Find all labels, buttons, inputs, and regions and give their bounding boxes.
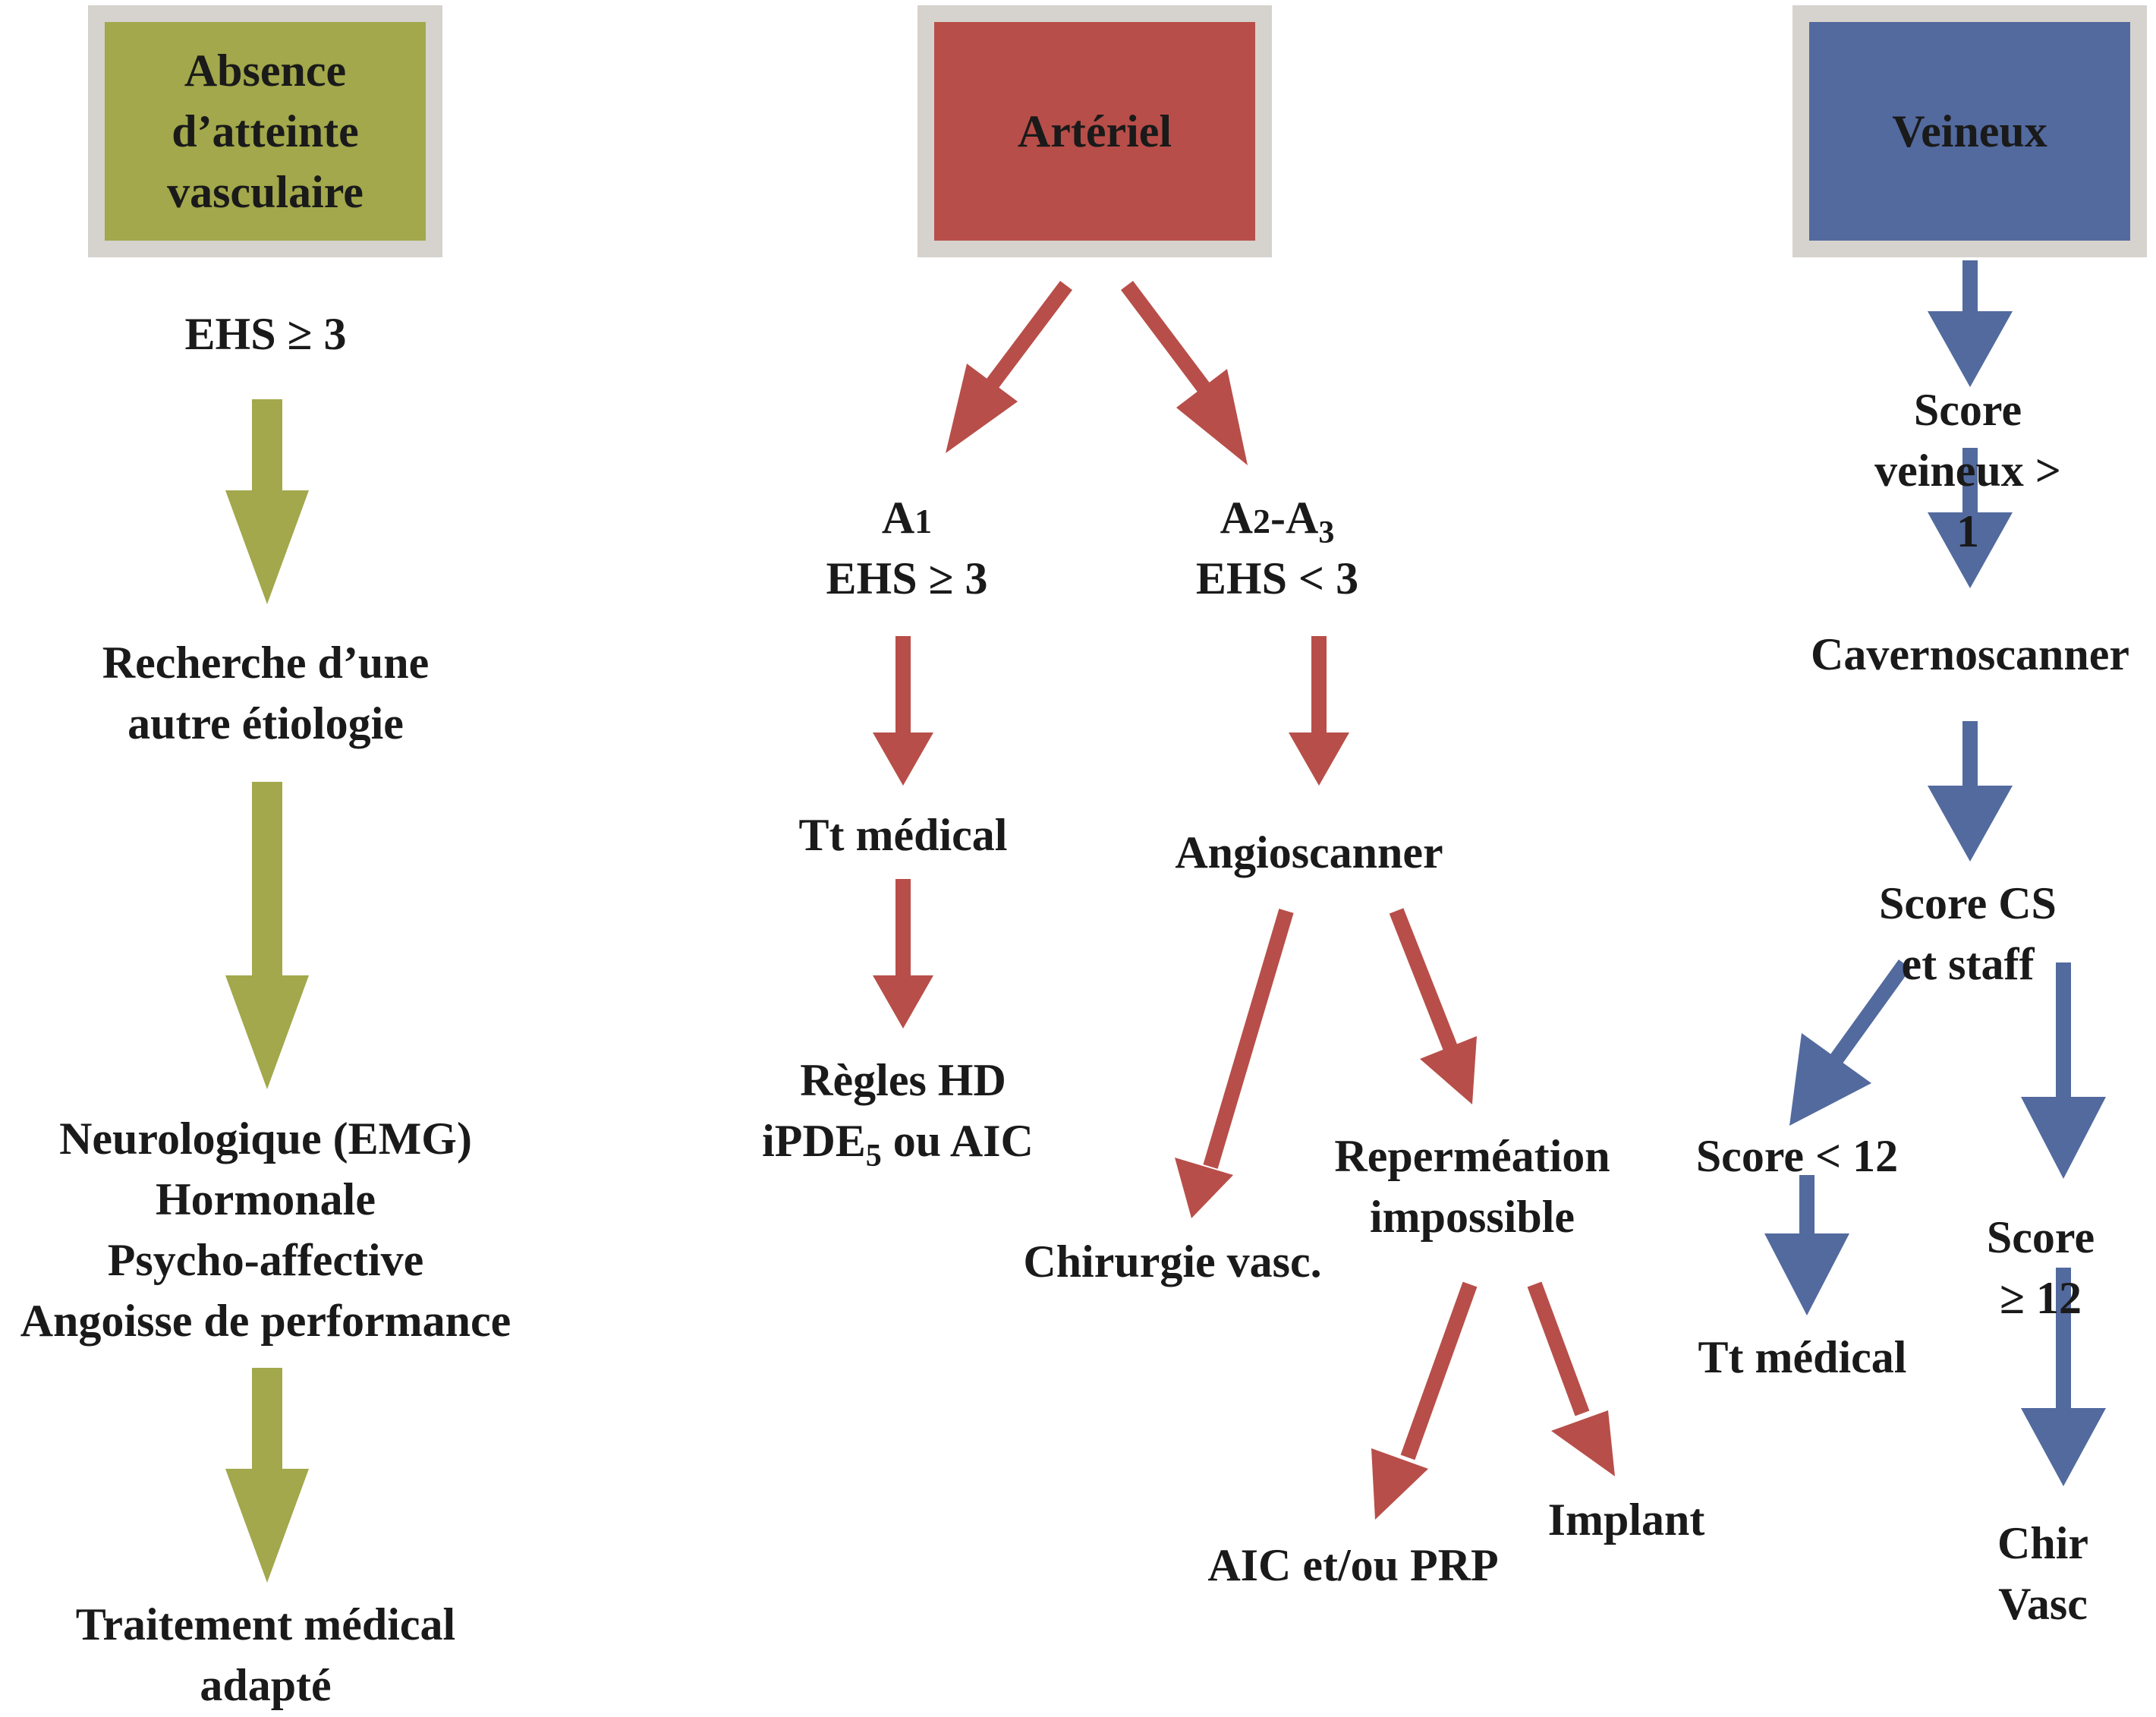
label-ipde-index: 5 bbox=[865, 1139, 882, 1174]
label-a1-letter: A bbox=[881, 493, 915, 543]
label-regles-hd: Règles HD bbox=[800, 1055, 1006, 1105]
label-score-lt-12: Score < 12 bbox=[1695, 1131, 1899, 1181]
label-score-cs-staff: Score CS et staff bbox=[1879, 878, 2057, 989]
arrow-red-reperm-shaft bbox=[1389, 908, 1459, 1054]
box-arteriel-label: Artériel bbox=[1017, 106, 1172, 156]
label-ipde: iPDE bbox=[762, 1116, 866, 1166]
arrow-blue-lt-shaft bbox=[1830, 959, 1912, 1063]
arrow-red-chir-head bbox=[1175, 1158, 1233, 1218]
label-a3-index: 3 bbox=[1318, 515, 1335, 550]
arrow-red-aic-shaft bbox=[1400, 1281, 1478, 1460]
arrow-blue-chir-head bbox=[2021, 1408, 2106, 1486]
arrow-red-chir-shaft bbox=[1203, 909, 1294, 1169]
label-a2-a3: A2-A3 bbox=[1220, 487, 1335, 563]
arrow-red-implant-head bbox=[1551, 1410, 1615, 1476]
arrow-red-aic-head bbox=[1371, 1448, 1428, 1520]
arrow-blue-2-head bbox=[1928, 512, 2013, 588]
label-recherche-etiologie: Recherche d’une autre étiologie bbox=[102, 638, 430, 748]
blue-shafts bbox=[1799, 260, 2071, 1408]
label-a23-ehs: EHS < 3 bbox=[1195, 553, 1359, 603]
label-traitement-adapte: Traitement médical adapté bbox=[75, 1599, 456, 1710]
label-ehs-left: EHS ≥ 3 bbox=[184, 309, 347, 359]
arrow-red-angio-head bbox=[1289, 732, 1349, 786]
arrow-red-a23-head bbox=[1176, 369, 1248, 465]
box-veineux: Veineux bbox=[1792, 5, 2147, 257]
box-absence-label: Absence d’atteinte vasculaire bbox=[167, 46, 364, 217]
label-score-ge-12: Score ≥ 12 bbox=[1986, 1212, 2095, 1323]
arrow-blue-1-head bbox=[1928, 311, 2013, 387]
box-arteriel: Artériel bbox=[917, 5, 1272, 257]
arrow-blue-3-head bbox=[1928, 786, 2013, 862]
label-a1: A1 bbox=[882, 487, 932, 552]
label-cavernoscanner: Cavernoscanner bbox=[1811, 629, 2129, 679]
arrow-green-1 bbox=[225, 399, 309, 604]
label-angioscanner: Angioscanner bbox=[1175, 827, 1443, 877]
box-veineux-label: Veineux bbox=[1892, 106, 2047, 156]
label-a2-letter: A bbox=[1220, 493, 1254, 543]
label-a1-index: 1 bbox=[914, 502, 933, 540]
label-a1-ehs: EHS ≥ 3 bbox=[826, 553, 988, 603]
arrow-red-a23-shaft bbox=[1121, 280, 1211, 395]
label-ipde-aic: iPDE5 ou AIC bbox=[762, 1111, 1034, 1186]
label-ou-aic: ou AIC bbox=[881, 1116, 1034, 1166]
label-tt-medical-venous: Tt médical bbox=[1698, 1332, 1907, 1382]
label-score-veineux: Score veineux > 1 bbox=[1874, 385, 2061, 556]
red-shafts bbox=[895, 280, 1590, 1460]
label-repermeation: Reperméation impossible bbox=[1334, 1131, 1610, 1242]
label-a3-letter: -A bbox=[1270, 493, 1319, 543]
arrow-green-3 bbox=[225, 1368, 309, 1583]
arrow-blue-ge-head bbox=[2021, 1097, 2106, 1179]
label-aic-prp: AIC et/ou PRP bbox=[1207, 1540, 1499, 1590]
blue-heads bbox=[1764, 311, 2106, 1486]
arrow-red-a1-shaft bbox=[982, 280, 1072, 395]
arrow-red-a1-head bbox=[946, 364, 1018, 453]
label-implant: Implant bbox=[1547, 1495, 1705, 1545]
arrow-red-reperm-head bbox=[1420, 1036, 1477, 1104]
label-tt-medical-arterial: Tt médical bbox=[798, 810, 1008, 860]
arrow-red-regles-head bbox=[873, 975, 933, 1029]
label-chir-vasc: Chir Vasc bbox=[1997, 1518, 2088, 1629]
label-chirurgie-vasc: Chirurgie vasc. bbox=[1023, 1237, 1322, 1287]
red-heads bbox=[873, 364, 1615, 1520]
box-absence-atteinte: Absence d’atteinte vasculaire bbox=[88, 5, 442, 257]
arrow-green-2 bbox=[225, 782, 309, 1089]
arrow-red-implant-shaft bbox=[1527, 1281, 1590, 1416]
arrow-blue-lt-head bbox=[1789, 1033, 1871, 1126]
label-etiologies-list: Neurologique (EMG) Hormonale Psycho-affe… bbox=[20, 1114, 511, 1346]
label-a2-index: 2 bbox=[1253, 502, 1271, 540]
arrow-blue-tt-head bbox=[1764, 1233, 1849, 1315]
arrow-red-tt-head bbox=[873, 732, 933, 786]
